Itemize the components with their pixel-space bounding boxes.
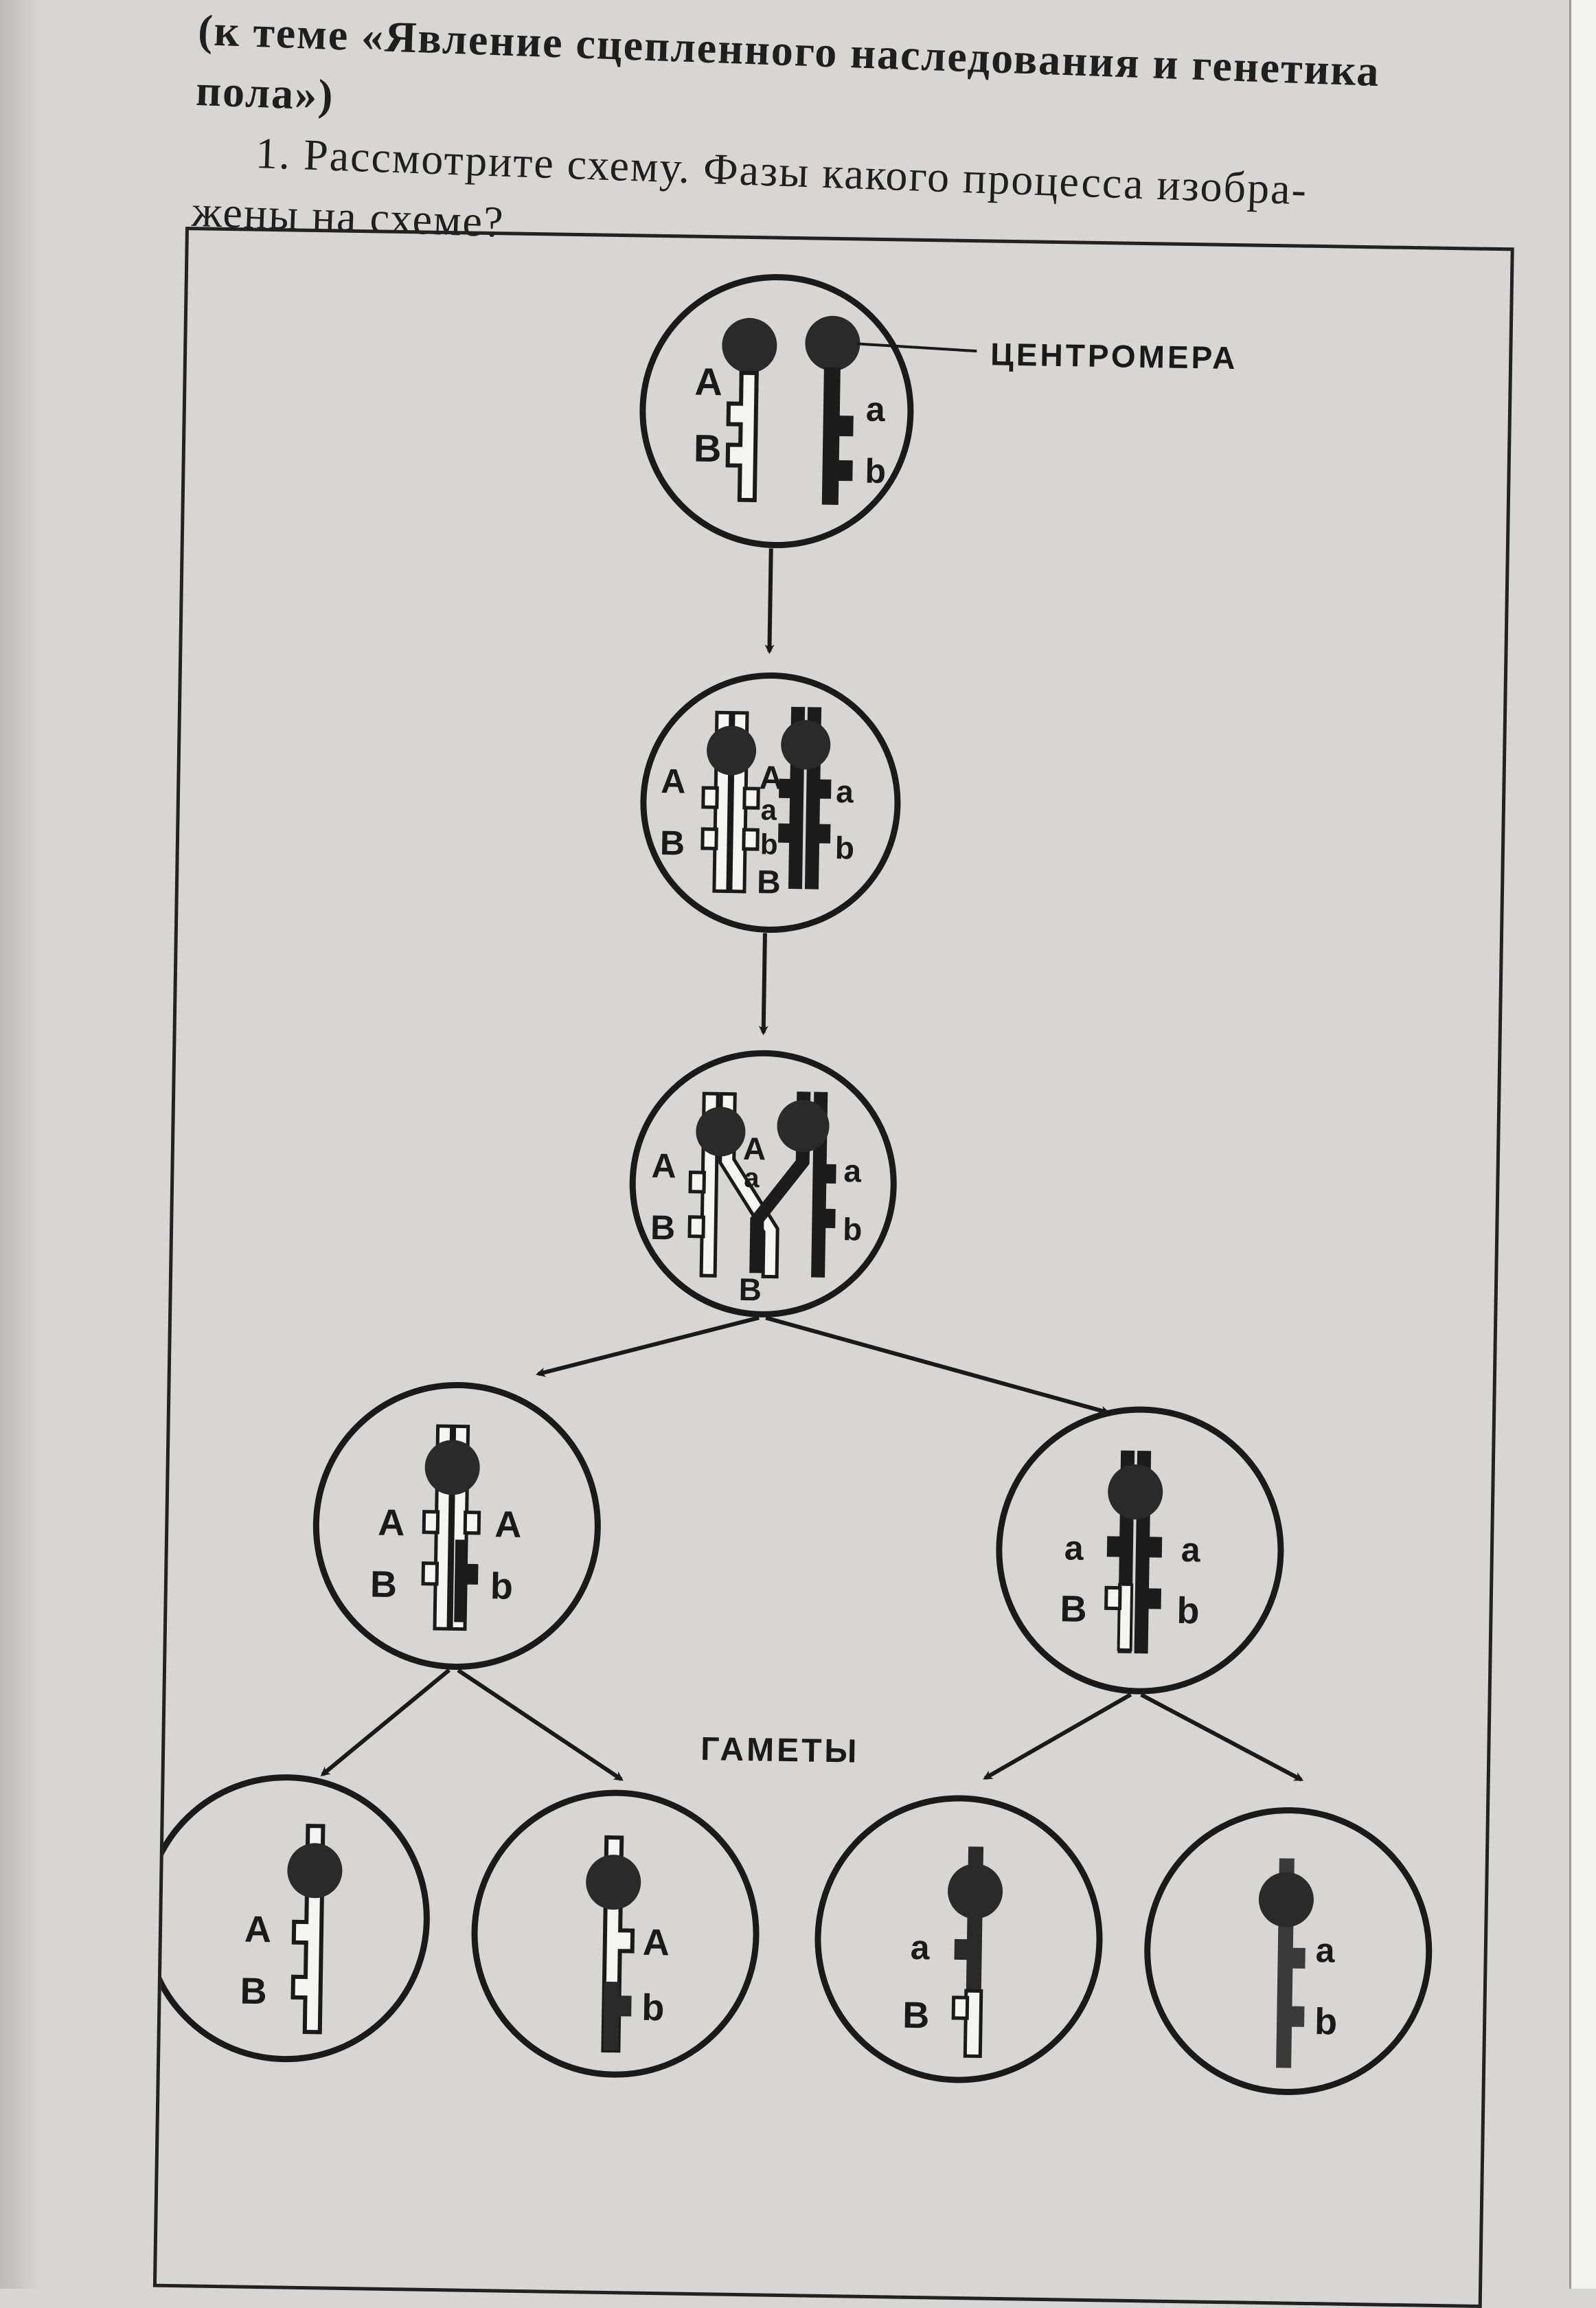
centromere-pointer-line [856, 342, 977, 353]
gene-label: a [866, 390, 887, 429]
gamete-1: A B [156, 1774, 430, 2063]
cell-2-membrane [640, 672, 901, 933]
gene-label: b [843, 1211, 863, 1247]
gene-label: A [694, 360, 722, 404]
gene-label: b [1314, 2001, 1338, 2043]
gene-label: A [759, 760, 784, 797]
gene-label: A [494, 1504, 522, 1546]
gene-label: A [642, 1922, 670, 1964]
gene-label: a [1315, 1931, 1336, 1969]
cell-1: A B a b [639, 274, 914, 549]
gene-label: b [760, 828, 778, 860]
centromere [722, 317, 777, 373]
gene-label: b [641, 1987, 665, 2029]
meiosis-diagram: A B a b ЦЕНТРОМЕРА [156, 274, 1433, 2096]
centromere [781, 720, 831, 770]
gene-label: B [902, 1995, 930, 2037]
gene-label: b [835, 830, 855, 866]
gametes-label: ГАМЕТЫ [700, 1731, 860, 1770]
gene-label: B [660, 824, 685, 863]
gene-label: A [743, 1131, 766, 1167]
arrow-down-right [765, 1315, 1110, 1416]
centromere [586, 1855, 641, 1910]
gene-label: B [694, 427, 722, 471]
cell-5-membrane [996, 1406, 1284, 1695]
gene-label: B [1060, 1588, 1087, 1630]
chromosome-white-pair [700, 710, 760, 894]
arrow-down-right [457, 1668, 624, 1781]
chromosome-white [722, 317, 777, 503]
arrow-down-left [983, 1693, 1132, 1780]
gene-label: a [1181, 1530, 1201, 1569]
gamete-1-membrane [156, 1774, 430, 2063]
arrow-down-left [320, 1668, 451, 1776]
cell-5: a B a b [996, 1406, 1284, 1695]
centromere [948, 1864, 1003, 1919]
gamete-2: A b [471, 1789, 760, 2078]
crossing-chromatid-black [749, 1091, 811, 1274]
centromere [777, 1100, 830, 1153]
gene-label: b [490, 1565, 513, 1607]
cell-4: A B A b [312, 1381, 601, 1670]
arrow-down-right [1140, 1693, 1304, 1782]
gene-label: b [865, 452, 886, 490]
centromere [707, 725, 757, 776]
gamete-3-membrane [814, 1795, 1103, 2083]
chromosome-black-pair [778, 706, 832, 890]
gene-label: a [744, 1163, 760, 1193]
gene-label: a [760, 793, 777, 826]
cell-3-membrane [629, 1050, 897, 1317]
arrow-down-left [535, 1315, 760, 1377]
gene-label: B [370, 1563, 398, 1605]
centromere [287, 1843, 343, 1899]
gene-label: a [1064, 1528, 1085, 1567]
gamete-3: a B [814, 1795, 1103, 2083]
figure-frame: A B a b ЦЕНТРОМЕРА [152, 227, 1514, 2308]
centromere [805, 315, 860, 371]
cell-4-membrane [312, 1381, 601, 1670]
gene-label: a [910, 1928, 931, 1967]
gene-label: A [244, 1909, 272, 1951]
arrow-down [758, 933, 768, 1036]
arrow-down [764, 548, 775, 655]
next-page-edge [1569, 0, 1596, 2289]
gene-label: A [378, 1502, 405, 1544]
centromere [424, 1440, 480, 1495]
gamete-4: a b [1144, 1807, 1433, 2096]
centromere [1258, 1872, 1314, 1927]
gene-label: A [661, 762, 686, 801]
gene-label: b [1176, 1590, 1200, 1632]
page-shadow [0, 0, 41, 2289]
gamete-4-membrane [1144, 1807, 1433, 2096]
gene-label: b [748, 1238, 765, 1269]
cell-1-membrane [639, 274, 914, 549]
chromosome-black [805, 315, 860, 505]
centromere [1108, 1464, 1163, 1519]
centromere-label: ЦЕНТРОМЕРА [990, 336, 1238, 376]
gene-label: A [651, 1146, 676, 1186]
gene-label: a [836, 773, 854, 809]
gene-label: B [240, 1971, 267, 2013]
cell-3: A B A a b B a b [629, 1050, 897, 1317]
gene-label: B [738, 1271, 762, 1308]
centromere [696, 1107, 746, 1157]
gene-label: B [757, 864, 782, 901]
gene-label: B [650, 1208, 676, 1247]
cell-2: A B A a b B a b [640, 672, 901, 933]
gamete-2-membrane [471, 1789, 760, 2078]
gene-label: a [843, 1153, 862, 1188]
